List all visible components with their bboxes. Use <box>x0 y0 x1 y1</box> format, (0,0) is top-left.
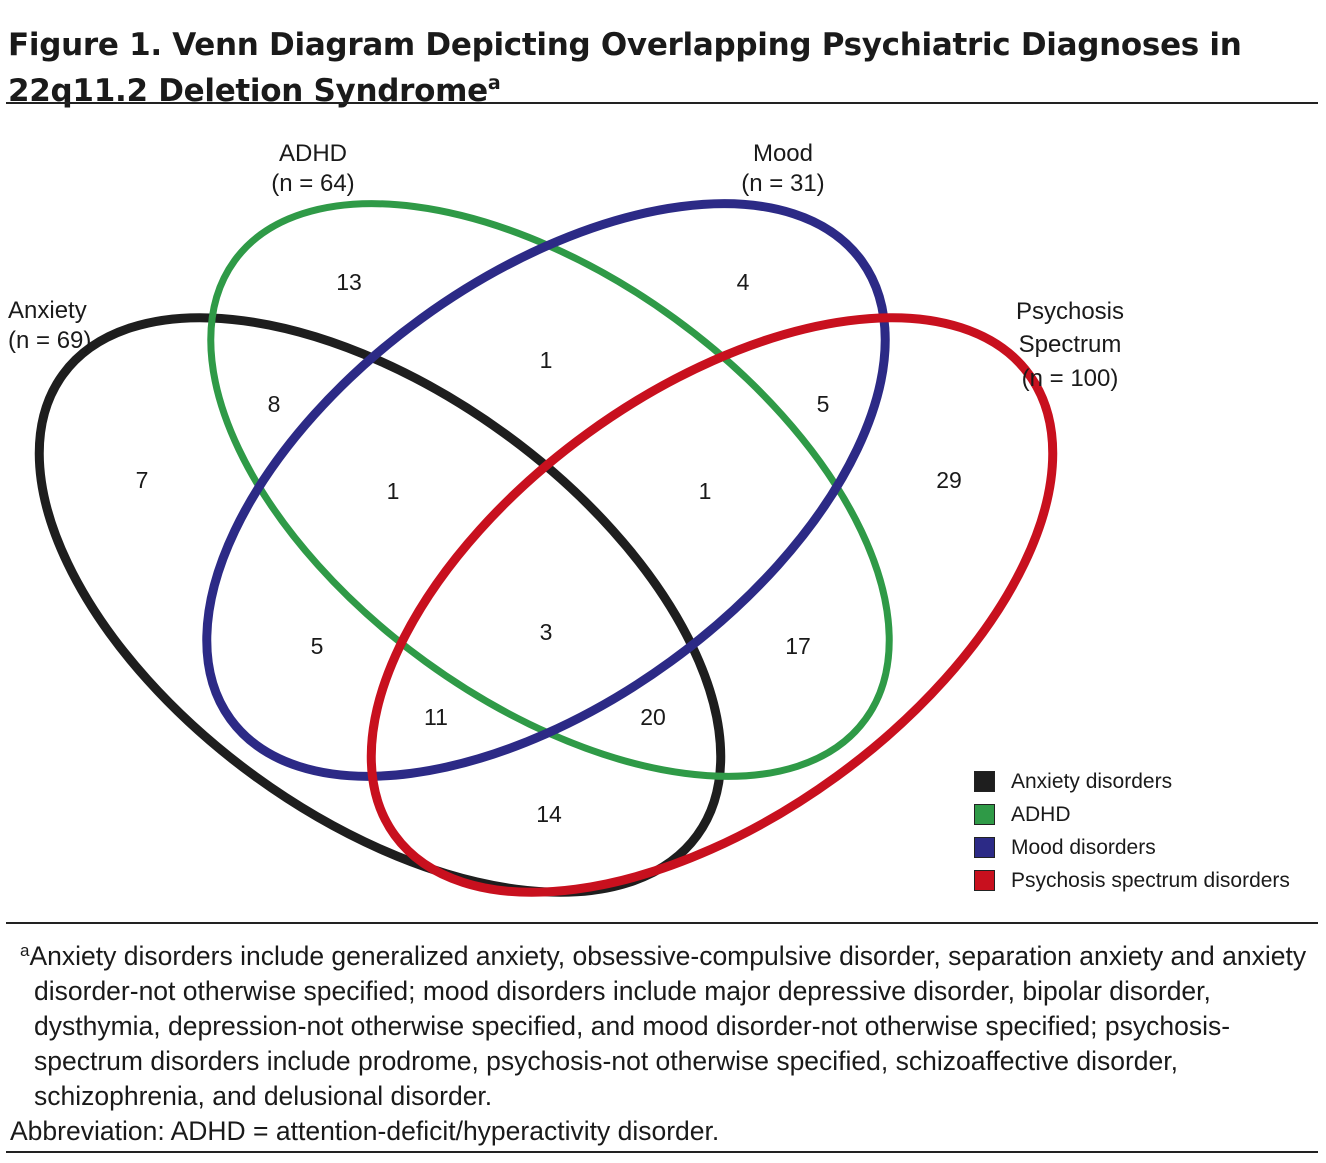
region-anxiety-adhd-mood: 1 <box>387 478 400 504</box>
psychosis-ellipse <box>366 313 1058 897</box>
footnote: aAnxiety disorders include generalized a… <box>10 933 1316 1149</box>
legend-label-adhd: ADHD <box>1011 802 1071 826</box>
psychosis-set-label-line2: Spectrum <box>1019 331 1122 358</box>
adhd-set-count: (n = 64) <box>271 170 354 197</box>
legend-swatch-mood <box>974 837 995 858</box>
title-footnote-marker: a <box>487 72 501 94</box>
legend-item-adhd: ADHD <box>974 798 1290 831</box>
title-rule <box>6 102 1318 104</box>
legend-item-anxiety: Anxiety disorders <box>974 765 1290 798</box>
region-anxiety-psychosis: 14 <box>536 801 562 827</box>
mood-set-count: (n = 31) <box>741 170 824 197</box>
legend-swatch-psychosis <box>974 870 995 891</box>
region-adhd-mood-psychosis: 1 <box>699 478 712 504</box>
region-mood-only: 4 <box>737 269 750 295</box>
footnote-abbreviation: Abbreviation: ADHD = attention-deficit/h… <box>10 1116 720 1146</box>
region-adhd-mood: 1 <box>540 347 553 373</box>
anxiety-ellipse <box>34 313 726 897</box>
anxiety-set-label: Anxiety <box>8 297 87 324</box>
region-mood-psychosis: 5 <box>817 391 830 417</box>
footnote-rule-top <box>6 922 1318 924</box>
footnote-marker: a <box>20 941 30 960</box>
region-anxiety-mood: 5 <box>311 633 324 659</box>
figure-title-text: Figure 1. Venn Diagram Depicting Overlap… <box>8 27 1242 109</box>
footnote-text: Anxiety disorders include generalized an… <box>29 941 1307 1111</box>
region-all-four: 3 <box>540 619 553 645</box>
legend: Anxiety disorders ADHD Mood disorders Ps… <box>974 765 1290 897</box>
legend-item-mood: Mood disorders <box>974 831 1290 864</box>
legend-swatch-anxiety <box>974 771 995 792</box>
anxiety-set-count: (n = 69) <box>8 327 91 354</box>
mood-set-label: Mood <box>753 140 813 167</box>
adhd-set-label: ADHD <box>279 140 347 167</box>
psychosis-set-label-line1: Psychosis <box>1016 298 1124 325</box>
footnote-definitions: aAnxiety disorders include generalized a… <box>10 933 1316 1114</box>
region-psychosis-only: 29 <box>936 467 962 493</box>
psychosis-set-count: (n = 100) <box>1022 365 1119 392</box>
footnote-rule-bottom <box>6 1151 1318 1153</box>
legend-label-anxiety: Anxiety disorders <box>1011 769 1173 793</box>
region-anxiety-adhd: 8 <box>268 391 281 417</box>
region-adhd-only: 13 <box>336 269 362 295</box>
region-anxiety-mood-psychosis: 11 <box>424 704 448 730</box>
legend-item-psychosis: Psychosis spectrum disorders <box>974 864 1290 897</box>
figure-title: Figure 1. Venn Diagram Depicting Overlap… <box>8 26 1318 110</box>
region-adhd-psychosis: 17 <box>785 633 811 659</box>
region-anxiety-only: 7 <box>136 467 149 493</box>
adhd-ellipse <box>207 200 893 780</box>
legend-swatch-adhd <box>974 804 995 825</box>
region-anxiety-adhd-psychosis: 20 <box>640 704 666 730</box>
venn-diagram: ADHD (n = 64) Mood (n = 31) Anxiety (n =… <box>8 140 1124 897</box>
legend-label-mood: Mood disorders <box>1011 835 1156 859</box>
legend-label-psychosis: Psychosis spectrum disorders <box>1011 868 1290 892</box>
mood-ellipse <box>202 199 890 781</box>
